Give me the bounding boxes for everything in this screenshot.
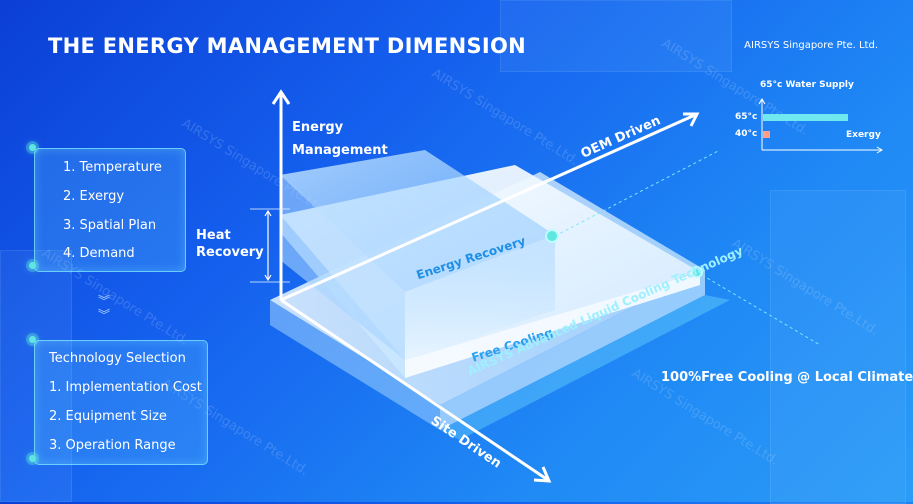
mini-chart-label-65: 65°c (735, 112, 758, 122)
technology-panel: Technology Selection 1. Implementation C… (34, 340, 208, 465)
mini-chart-x-arrow (876, 146, 883, 154)
panel-accent-dot (29, 144, 36, 151)
mini-chart-title: 65°c Water Supply (760, 80, 854, 90)
energy-recovery-front (405, 235, 555, 360)
criteria-item: 2. Exergy (63, 189, 125, 204)
accent-dot-free (691, 266, 703, 278)
panel-accent-dot (29, 455, 36, 462)
criteria-item: 1. Temperature (63, 160, 162, 175)
chevron-down-icon: ︾ (98, 308, 110, 322)
dashed-link-energy (554, 149, 721, 237)
heat-recovery-line2: Recovery (196, 245, 264, 260)
background-box (500, 0, 732, 72)
background-box (770, 190, 906, 504)
panel-accent-dot (29, 336, 36, 343)
criteria-panel: 1. Temperature 2. Exergy 3. Spatial Plan… (34, 148, 186, 272)
mini-chart-bar-65 (763, 114, 848, 121)
mini-chart-label-40: 40°c (735, 129, 758, 139)
arrow-head-up (271, 89, 291, 105)
axis-site-driven (280, 298, 549, 482)
axis-energy-label-line2: Management (292, 143, 388, 158)
mini-chart-y-arrow (758, 98, 766, 105)
arrow-head-site (533, 466, 552, 483)
free-cooling-note: 100%Free Cooling @ Local Climate (661, 370, 913, 385)
dashed-link-free (696, 271, 821, 346)
company-name: AIRSYS Singapore Pte. Ltd. (744, 40, 878, 51)
axis-oem-driven (280, 113, 696, 302)
page-title: THE ENERGY MANAGEMENT DIMENSION (48, 34, 527, 58)
panel-accent-dot (29, 262, 36, 269)
base-layer-front (440, 270, 705, 430)
technology-item: 1. Implementation Cost (49, 380, 202, 395)
free-cooling-front (405, 272, 700, 378)
axis-energy-label-line1: Energy (292, 120, 344, 135)
technology-heading: Technology Selection (49, 351, 186, 366)
heat-recovery-line1: Heat (196, 228, 231, 243)
technology-item: 3. Operation Range (49, 438, 176, 453)
accent-dot-energy (545, 229, 559, 243)
mini-chart-x-label: Exergy (846, 130, 881, 140)
heat-bracket-arrow-down (264, 274, 272, 282)
energy-recovery-side (280, 175, 405, 360)
criteria-item: 3. Spatial Plan (63, 218, 157, 233)
mini-chart-bar-40 (763, 131, 770, 138)
heat-bracket-arrow-up (264, 209, 272, 217)
chevron-down-icon: ︾ (98, 294, 110, 308)
technology-item: 2. Equipment Size (49, 409, 167, 424)
base-glow (440, 295, 730, 440)
arrow-head-oem (683, 112, 700, 127)
base-layer-side (270, 300, 440, 430)
energy-recovery-top (280, 150, 555, 292)
criteria-item: 4. Demand (63, 246, 135, 261)
